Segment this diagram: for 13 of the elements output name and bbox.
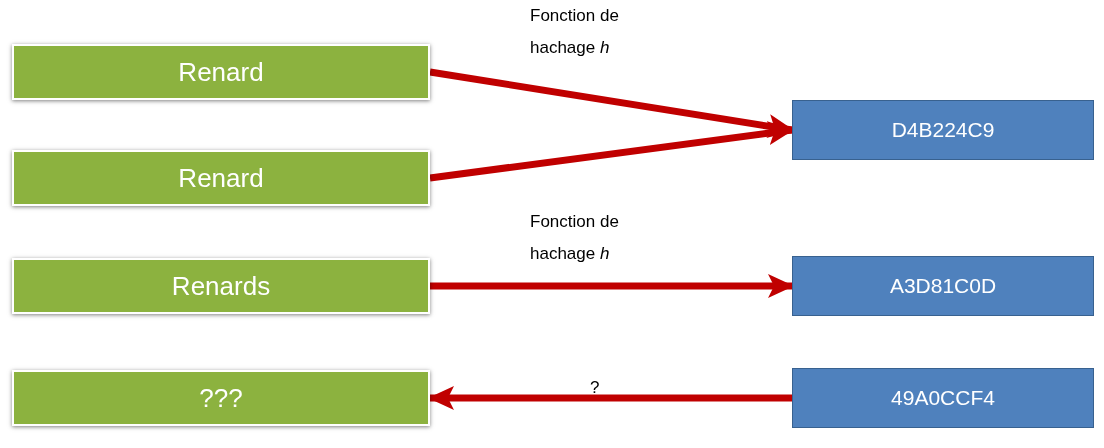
- input-box: Renard: [12, 44, 430, 100]
- input-box: ???: [12, 370, 430, 426]
- hash-box: A3D81C0D: [792, 256, 1094, 316]
- arrow: [429, 121, 794, 182]
- input-box: Renards: [12, 258, 430, 314]
- input-box: Renard: [12, 150, 430, 206]
- edge-label: Fonction de hachage h: [530, 5, 620, 59]
- hash-box: 49A0CCF4: [792, 368, 1094, 428]
- arrow: [430, 274, 794, 298]
- edge-label: Fonction de hachage h: [530, 211, 620, 265]
- hash-box: D4B224C9: [792, 100, 1094, 160]
- edge-label: ?: [590, 377, 601, 399]
- arrow: [429, 68, 794, 139]
